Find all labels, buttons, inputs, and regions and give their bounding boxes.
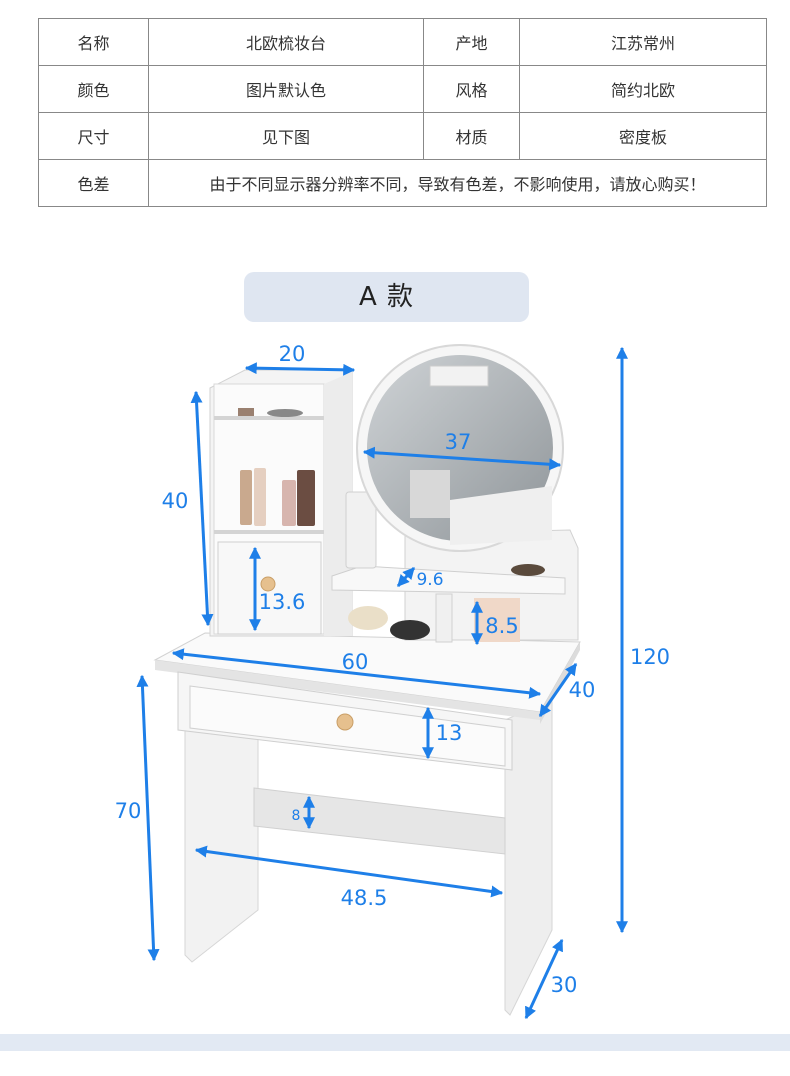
- dim-label-leg-depth: 30: [551, 973, 578, 997]
- spec-value-size: 见下图: [148, 112, 424, 160]
- spec-value-origin: 江苏常州: [519, 18, 767, 66]
- spec-value-name: 北欧梳妆台: [148, 18, 424, 66]
- spec-value-style: 简约北欧: [519, 65, 767, 113]
- dim-arrow-desk-height: [136, 674, 160, 962]
- vanity-dimension-diagram: 20 37 40 120 9.6 13.6 8.5 60 40 70 13 8 …: [115, 342, 670, 1020]
- dim-label-shelf-width: 20: [279, 342, 306, 366]
- spec-value-color: 图片默认色: [148, 65, 424, 113]
- spec-label-style: 风格: [423, 65, 520, 113]
- dim-label-desk-width: 60: [342, 650, 369, 674]
- dim-label-small-shelf-depth: 9.6: [416, 570, 443, 590]
- dim-label-small-shelf-height: 8.5: [485, 614, 518, 638]
- spec-table: 名称 北欧梳妆台 产地 江苏常州 颜色 图片默认色 风格 简约北欧 尺寸 见下图…: [38, 18, 767, 207]
- dim-label-shelf-height: 40: [162, 489, 189, 513]
- spec-label-color: 颜色: [38, 65, 149, 113]
- dim-arrow-desk-width: [171, 648, 542, 699]
- dim-arrow-mirror-diameter: [362, 446, 562, 471]
- model-title: A 款: [244, 272, 529, 322]
- spec-label-color-diff: 色差: [38, 159, 149, 207]
- dim-arrow-small-shelf-depth: [396, 567, 416, 587]
- table-row: 色差 由于不同显示器分辨率不同，导致有色差，不影响使用，请放心购买！: [38, 159, 767, 207]
- vanity-table-illustration: [153, 344, 581, 1016]
- bottom-band: [0, 1034, 790, 1051]
- table-row: 颜色 图片默认色 风格 简约北欧: [38, 65, 767, 113]
- table-row: 尺寸 见下图 材质 密度板: [38, 112, 767, 160]
- spec-label-material: 材质: [423, 112, 520, 160]
- dim-label-mirror-diameter: 37: [445, 430, 472, 454]
- spec-label-origin: 产地: [423, 18, 520, 66]
- dim-label-crossbar-height: 8: [292, 808, 301, 824]
- spec-label-name: 名称: [38, 18, 149, 66]
- dim-label-desk-depth: 40: [569, 678, 596, 702]
- dim-arrow-desk-depth: [538, 663, 578, 717]
- dim-label-cabinet-door-height: 13.6: [259, 590, 306, 614]
- dim-label-total-height: 120: [630, 645, 670, 669]
- table-row: 名称 北欧梳妆台 产地 江苏常州: [38, 18, 767, 66]
- dim-arrow-shelf-width: [244, 362, 356, 376]
- spec-label-size: 尺寸: [38, 112, 149, 160]
- dim-label-desk-height: 70: [115, 799, 142, 823]
- dim-arrow-shelf-height: [190, 390, 214, 627]
- dim-arrow-inner-width: [194, 845, 504, 898]
- spec-value-material: 密度板: [519, 112, 767, 160]
- spec-value-color-diff: 由于不同显示器分辨率不同，导致有色差，不影响使用，请放心购买！: [148, 159, 767, 207]
- dim-arrow-leg-depth: [524, 938, 564, 1020]
- dim-label-inner-width: 48.5: [341, 886, 388, 910]
- dim-label-drawer-height: 13: [436, 721, 463, 745]
